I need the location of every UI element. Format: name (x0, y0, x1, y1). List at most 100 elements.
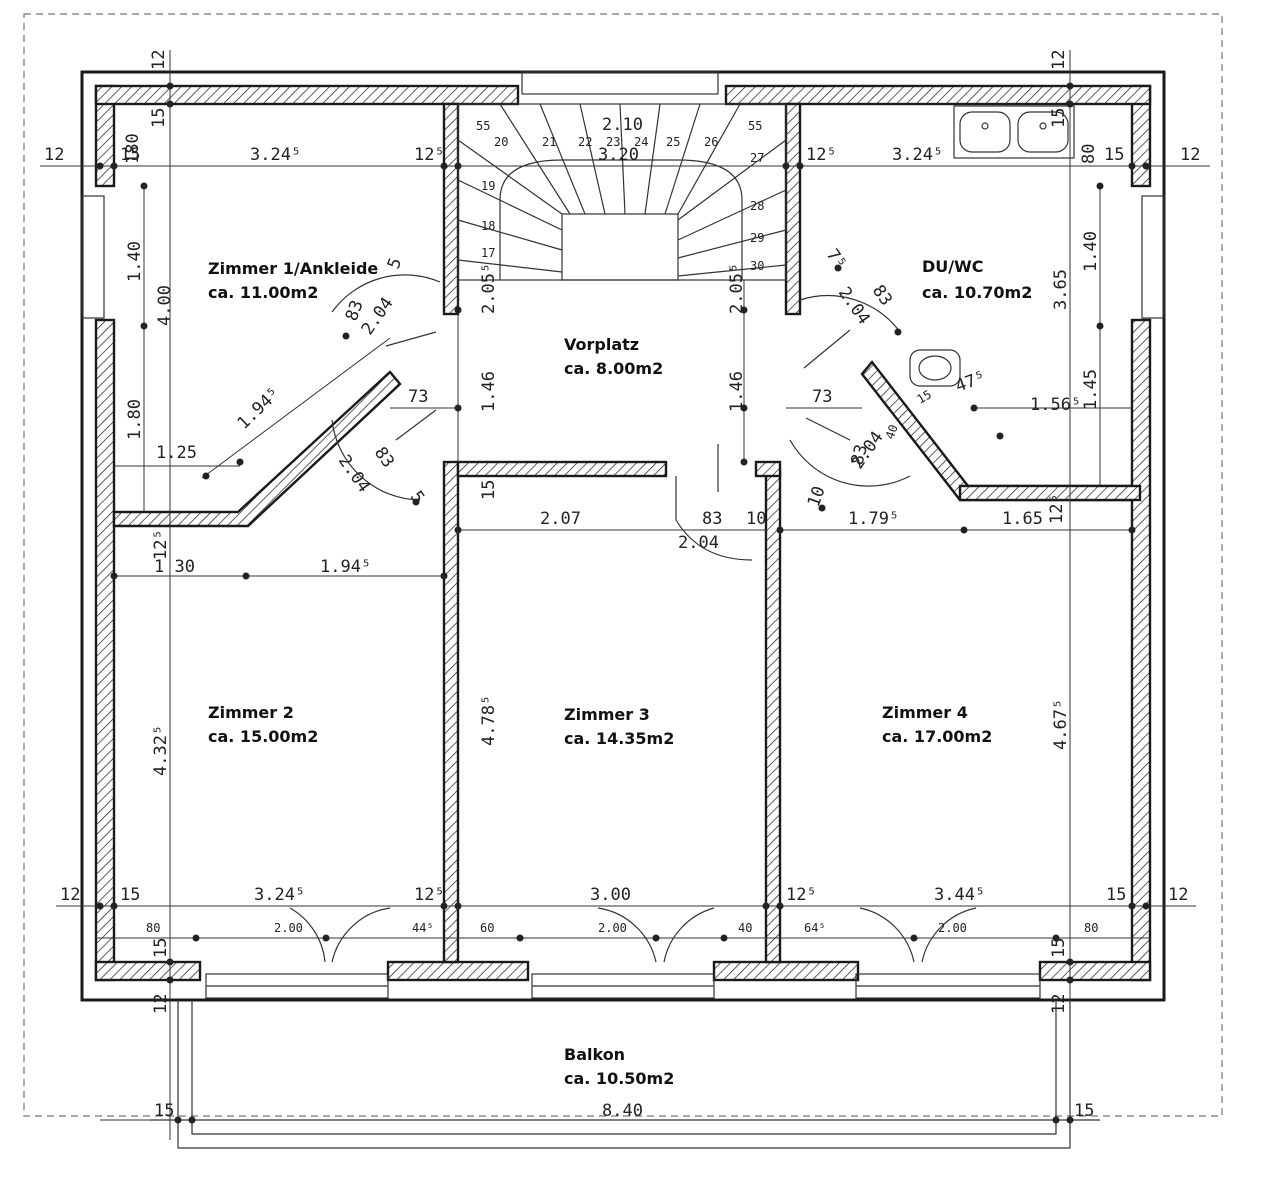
dim-label: 83 (868, 281, 896, 309)
dimension-dots (96, 82, 1150, 1124)
sheet-border (23, 13, 1223, 1117)
dim-label: 15 (1106, 885, 1126, 905)
room-labels: Zimmer 1/Ankleide ca. 11.00m2 Vorplatz c… (208, 257, 1032, 1088)
radiators (385, 329, 851, 492)
dim-label: 15 (1104, 145, 1124, 165)
dim-label: 2.00 (938, 921, 967, 935)
dim-label: 10 (746, 509, 766, 529)
dim-label: 8.40 (602, 1101, 643, 1121)
dim-label: 12⁵ (414, 145, 445, 165)
room-area-zimmer-4: ca. 17.00m2 (882, 727, 992, 746)
dim-label: 1.79⁵ (848, 509, 899, 529)
room-name-zimmer-1: Zimmer 1/Ankleide (208, 259, 378, 278)
dim-label: 15 (120, 145, 140, 165)
dim-label: 4.67⁵ (1051, 699, 1071, 750)
dim-label: 15 (1049, 108, 1069, 128)
dim-label: 3.24⁵ (892, 145, 943, 165)
dim-label: 1.65 (1002, 509, 1043, 529)
stair-step-label: 21 (542, 135, 556, 149)
dim-label: 15 (149, 108, 169, 128)
stair-step-label: 17 (481, 246, 495, 260)
dim-label: 4.78⁵ (479, 695, 499, 746)
dim-label: 1.45 (1081, 369, 1101, 410)
stair-step-label: 24 (634, 135, 648, 149)
dim-label: 83 (370, 443, 398, 471)
room-name-vorplatz: Vorplatz (564, 335, 639, 354)
dim-label: 4.32⁵ (151, 725, 171, 776)
dim-label: 12 (1168, 885, 1188, 905)
wash-basins (953, 105, 1075, 159)
dim-label: 15 (1049, 938, 1069, 958)
dim-label: 60 (480, 921, 494, 935)
dim-label: 4.00 (155, 285, 175, 326)
dim-label: 1.40 (1081, 231, 1101, 272)
dimension-labels: 12 15 3.24⁵ 12⁵ 3.20 2.10 55 55 12⁵ 3.24… (44, 50, 1200, 1121)
dim-label: 2.10 (602, 115, 643, 135)
dim-label: 1.80 (125, 399, 145, 440)
dim-label: 12⁵ (1047, 493, 1067, 524)
dim-label: 15 (120, 885, 140, 905)
dim-label: 12⁵ (786, 885, 817, 905)
dim-label: 1 30 (154, 557, 195, 577)
dim-label: 2.04 (834, 283, 874, 328)
dim-label: 2.05⁵ (727, 263, 747, 314)
room-area-balkon: ca. 10.50m2 (564, 1069, 674, 1088)
dim-label: 80 (146, 921, 160, 935)
stair-step-label: 19 (481, 179, 495, 193)
dim-label: 2.07 (540, 509, 581, 529)
room-area-vorplatz: ca. 8.00m2 (564, 359, 663, 378)
dim-label: 7⁵ (822, 245, 850, 273)
dim-label: 15 (479, 480, 499, 500)
room-area-zimmer-2: ca. 15.00m2 (208, 727, 318, 746)
dim-label: 80 (1079, 144, 1099, 164)
dim-label: 44⁵ (412, 921, 434, 935)
room-area-zimmer-1: ca. 11.00m2 (208, 283, 318, 302)
room-name-du-wc: DU/WC (922, 257, 984, 276)
dim-label: 10 (804, 484, 830, 510)
dim-label: 15 (915, 387, 935, 406)
building-outline (80, 70, 1166, 1002)
dim-label: 12⁵ (151, 529, 171, 560)
dim-label: 3.44⁵ (934, 885, 985, 905)
stair-step-label: 30 (750, 259, 764, 273)
stair-step-label: 20 (494, 135, 508, 149)
dim-label: 15 (151, 938, 171, 958)
dim-label: 3.24⁵ (250, 145, 301, 165)
windows (81, 71, 1165, 999)
room-name-zimmer-4: Zimmer 4 (882, 703, 968, 722)
stair-step-label: 26 (704, 135, 718, 149)
dim-label: 12 (1180, 145, 1200, 165)
dim-label: 3.20 (598, 145, 639, 165)
room-name-zimmer-3: Zimmer 3 (564, 705, 650, 724)
stair-step-label: 22 (578, 135, 592, 149)
dim-label: 73 (408, 387, 428, 407)
dim-label: 2.04 (334, 451, 374, 496)
dim-label: 12 (149, 50, 169, 70)
dim-label: 1.46 (727, 371, 747, 412)
exterior-walls (94, 84, 1152, 982)
dim-label: 1.94⁵ (320, 557, 371, 577)
room-area-du-wc: ca. 10.70m2 (922, 283, 1032, 302)
dim-label: 83 (702, 509, 722, 529)
dim-label: 12⁵ (414, 885, 445, 905)
dim-label: 15 (1074, 1101, 1094, 1121)
dim-label: 1.40 (125, 241, 145, 282)
dim-label: 80 (1084, 921, 1098, 935)
dim-label: 12 (151, 994, 171, 1014)
dim-label: 1.56⁵ (1030, 395, 1081, 415)
room-area-zimmer-3: ca. 14.35m2 (564, 729, 674, 748)
dim-label: 5 (384, 255, 406, 271)
dim-label: 12 (1049, 50, 1069, 70)
staircase: 17 18 19 20 21 22 23 24 25 26 27 28 29 3… (457, 103, 787, 281)
room-name-zimmer-2: Zimmer 2 (208, 703, 294, 722)
dim-label: 3.24⁵ (254, 885, 305, 905)
dim-label: 12⁵ (806, 145, 837, 165)
dim-label: 3.65 (1051, 269, 1071, 310)
dimension-lines (40, 50, 1210, 1140)
dim-label: 2.05⁵ (479, 263, 499, 314)
stair-step-label: 28 (750, 199, 764, 213)
dim-label: 2.00 (598, 921, 627, 935)
dim-label: 1.94⁵ (234, 384, 285, 434)
stair-step-label: 29 (750, 231, 764, 245)
dim-label: 55 (748, 119, 762, 133)
